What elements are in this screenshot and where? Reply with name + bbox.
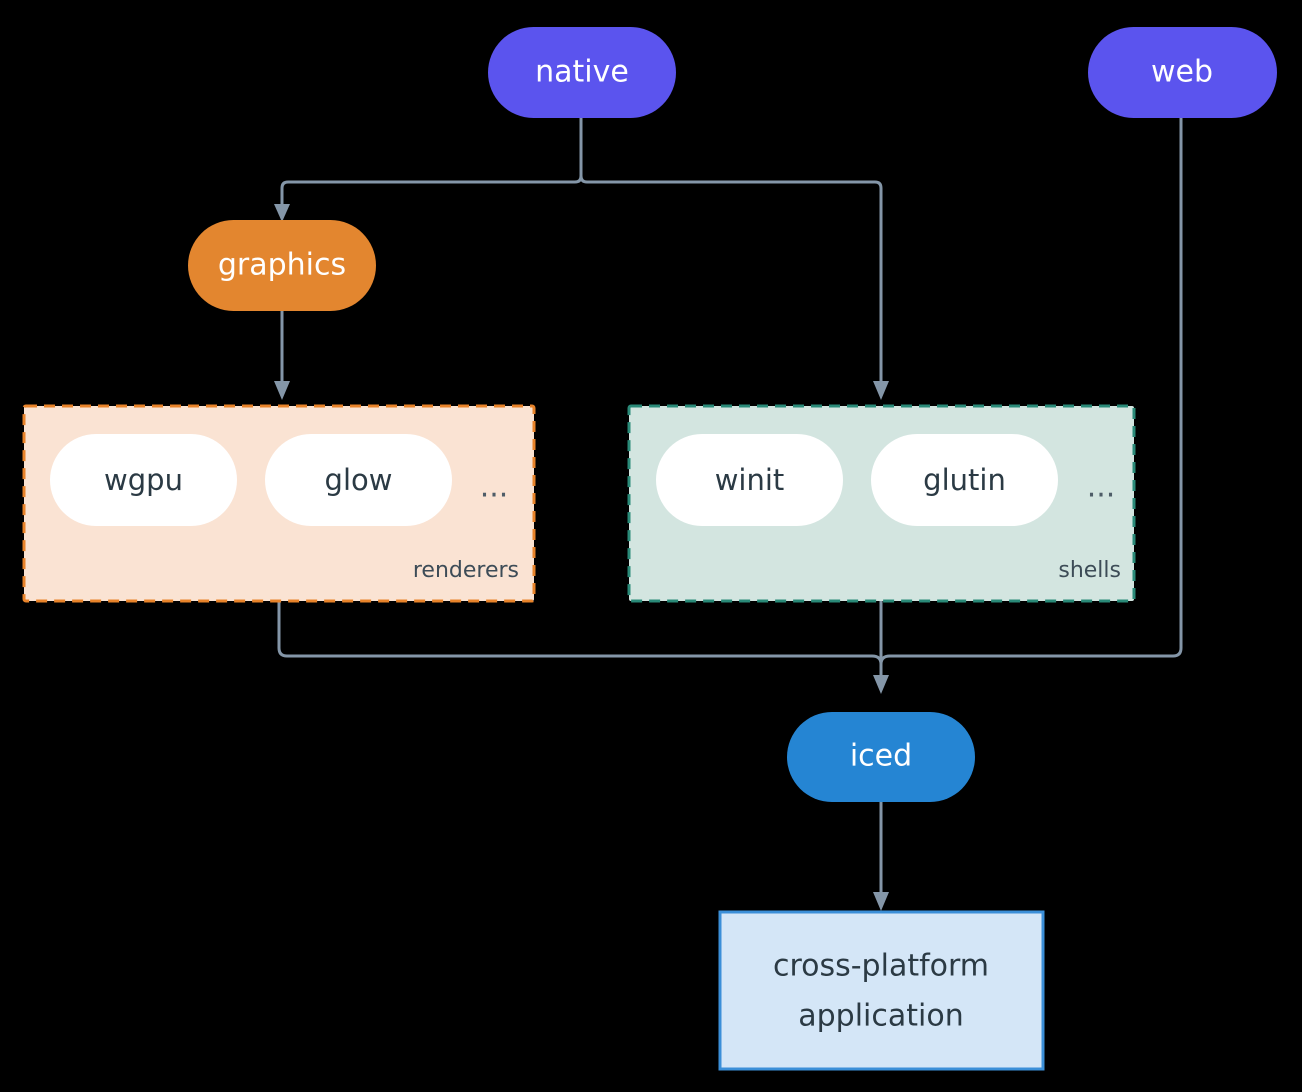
edge-layer [274, 118, 1183, 911]
pill-winit-label: winit [715, 463, 785, 497]
edge-iced-to-app-arrowhead [873, 892, 889, 911]
edge-native-to-shells-arrowhead [873, 381, 889, 400]
node-native-shape [488, 27, 676, 118]
edge-web-to-iced-path [879, 118, 1183, 676]
pill-glutin-shape [871, 434, 1058, 526]
edge-shells-to-iced [873, 601, 889, 694]
edge-native-to-shells-path [579, 118, 883, 384]
node-iced[interactable]: iced [787, 712, 975, 802]
edge-native-to-graphics [274, 118, 583, 222]
group-renderers-caption: renderers [413, 558, 519, 583]
node-app-shape [718, 910, 1045, 1071]
group-shells-caption: shells [1058, 558, 1121, 583]
node-iced-shape [787, 712, 975, 802]
node-iced-label: iced [850, 739, 912, 774]
node-app-label-line2: application [798, 999, 963, 1034]
edge-native-to-graphics-arrowhead [274, 204, 290, 222]
edge-graphics-to-renderers [274, 311, 290, 400]
edge-iced-to-app [873, 802, 889, 911]
edge-graphics-to-renderers-arrowhead [274, 381, 290, 400]
edge-native-to-shells [579, 118, 889, 400]
node-graphics-shape [188, 220, 376, 311]
edge-native-to-graphics-path [280, 118, 583, 208]
edge-web-to-iced [879, 118, 1183, 676]
pill-glow[interactable]: glow [265, 434, 452, 526]
pill-winit-shape [656, 434, 843, 526]
node-web[interactable]: web [1088, 27, 1277, 118]
pill-glow-label: glow [325, 463, 393, 497]
pill-glutin[interactable]: glutin [871, 434, 1058, 526]
edge-renderers-to-iced-path [277, 601, 883, 676]
edge-renderers-to-iced [277, 601, 883, 676]
node-app-label-line1: cross-platform [773, 949, 989, 984]
pill-winit[interactable]: winit [656, 434, 843, 526]
edge-shells-to-iced-arrowhead [873, 675, 889, 694]
renderers-overflow-ellipsis: ... [480, 470, 509, 505]
node-native[interactable]: native [488, 27, 676, 118]
node-web-label: web [1151, 55, 1213, 90]
node-graphics[interactable]: graphics [188, 220, 376, 311]
pill-wgpu-shape [50, 434, 237, 526]
group-renderers: wgpu glow ... renderers [22, 404, 536, 603]
pill-wgpu-label: wgpu [104, 463, 183, 497]
shells-overflow-ellipsis: ... [1087, 470, 1116, 505]
node-cross-platform-application[interactable]: cross-platform application [718, 910, 1045, 1071]
group-shells: winit glutin ... shells [627, 404, 1136, 603]
pill-glutin-label: glutin [923, 463, 1006, 497]
node-web-shape [1088, 27, 1277, 118]
pill-glow-shape [265, 434, 452, 526]
node-native-label: native [535, 55, 629, 90]
pill-wgpu[interactable]: wgpu [50, 434, 237, 526]
node-graphics-label: graphics [218, 248, 346, 283]
